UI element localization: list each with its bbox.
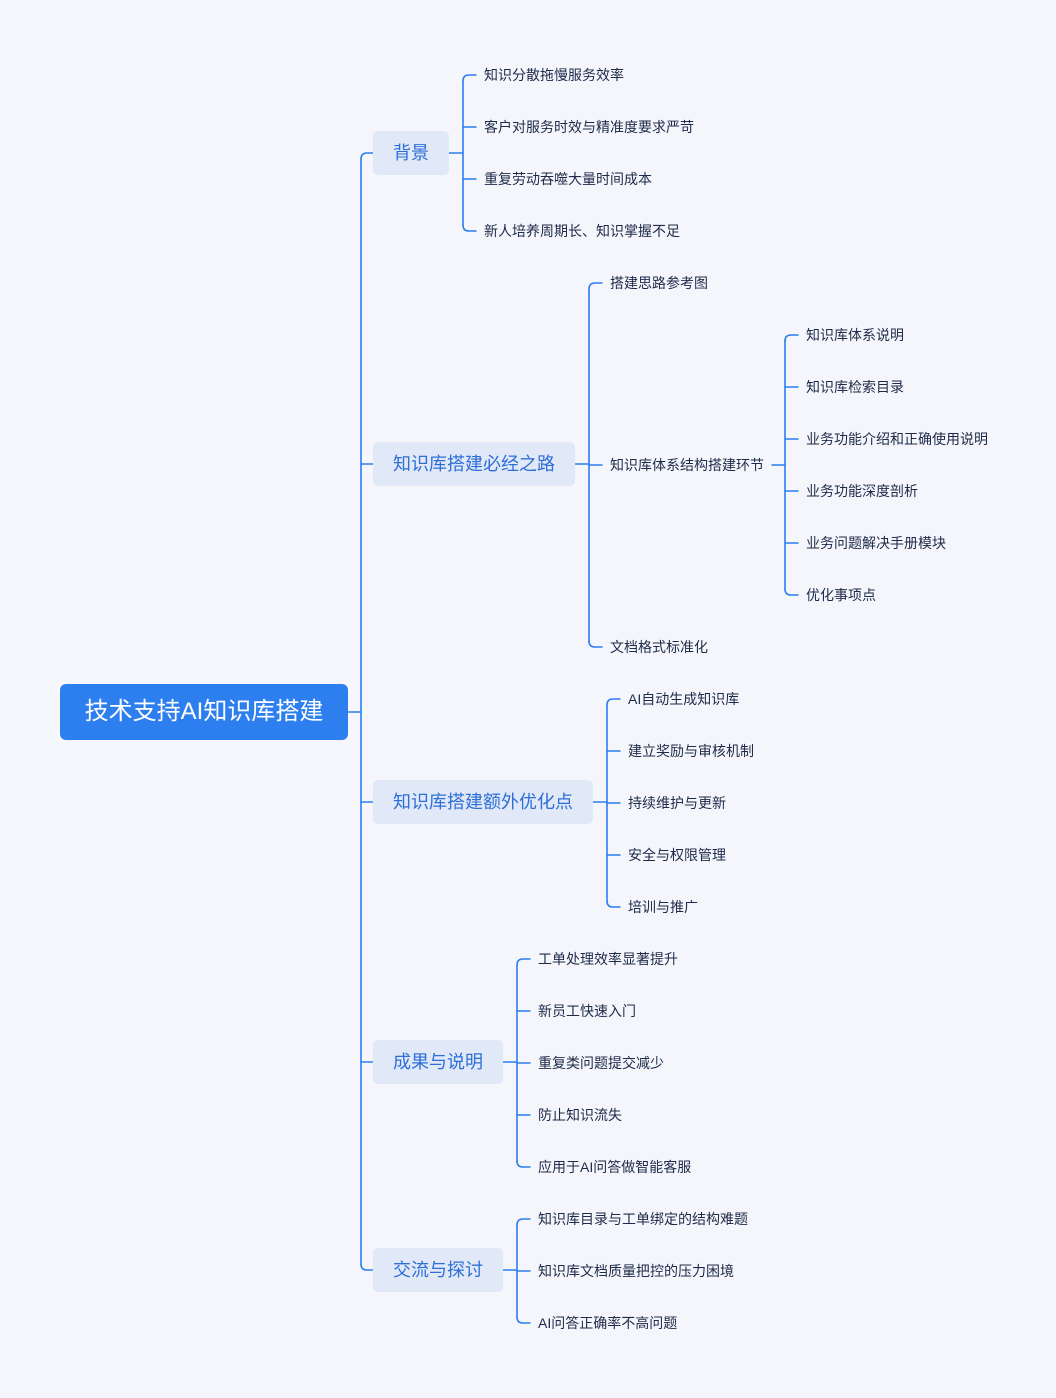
connector-curve: [784, 334, 799, 342]
sub-branch-structure[interactable]: 知识库体系结构搭建环节: [610, 457, 764, 473]
leaf-item[interactable]: 新员工快速入门: [538, 1003, 636, 1019]
leaf-item[interactable]: 防止知识流失: [538, 1107, 622, 1123]
leaf-item[interactable]: 新人培养周期长、知识掌握不足: [484, 223, 680, 239]
connector-curve: [588, 640, 603, 648]
leaf-item[interactable]: 优化事项点: [806, 587, 876, 603]
leaf-item[interactable]: 建立奖励与审核机制: [628, 743, 754, 759]
leaf-item[interactable]: 应用于AI问答做智能客服: [538, 1159, 692, 1175]
leaf-item[interactable]: 知识库文档质量把控的压力困境: [538, 1263, 734, 1279]
connector-curve: [360, 1263, 374, 1271]
leaf-item[interactable]: 知识库体系说明: [806, 327, 904, 343]
root-node[interactable]: 技术支持AI知识库搭建: [60, 684, 348, 740]
connector-curve: [516, 1160, 531, 1168]
leaf-item[interactable]: 重复类问题提交减少: [538, 1055, 664, 1071]
leaf-item[interactable]: AI问答正确率不高问题: [538, 1315, 678, 1331]
leaf-item[interactable]: 文档格式标准化: [610, 639, 708, 655]
branch-extra-optimization[interactable]: 知识库搭建额外优化点: [373, 780, 593, 824]
leaf-item[interactable]: 知识库目录与工单绑定的结构难题: [538, 1211, 748, 1227]
connector-curve: [462, 74, 477, 82]
connector-curve: [784, 588, 799, 596]
connector-curve: [462, 224, 477, 232]
branch-discussion[interactable]: 交流与探讨: [373, 1248, 503, 1292]
connector-curve: [516, 1316, 531, 1324]
leaf-item[interactable]: 客户对服务时效与精准度要求严苛: [484, 119, 694, 135]
connector-curve: [606, 698, 621, 706]
leaf-item[interactable]: 工单处理效率显著提升: [538, 951, 678, 967]
connector-curve: [516, 958, 531, 966]
leaf-item[interactable]: 持续维护与更新: [628, 795, 726, 811]
branch-background[interactable]: 背景: [373, 131, 449, 175]
branch-results[interactable]: 成果与说明: [373, 1040, 503, 1084]
leaf-item[interactable]: 知识库检索目录: [806, 379, 904, 395]
branch-build-path[interactable]: 知识库搭建必经之路: [373, 442, 575, 486]
leaf-item[interactable]: 安全与权限管理: [628, 847, 726, 863]
leaf-item[interactable]: 知识分散拖慢服务效率: [484, 67, 624, 83]
connector-curve: [516, 1218, 531, 1226]
connector-curve: [360, 152, 374, 160]
leaf-item[interactable]: 业务功能深度剖析: [806, 483, 918, 499]
connector-curve: [588, 282, 603, 290]
leaf-item[interactable]: 业务功能介绍和正确使用说明: [806, 431, 988, 447]
leaf-item[interactable]: 重复劳动吞噬大量时间成本: [484, 171, 652, 187]
leaf-item[interactable]: 业务问题解决手册模块: [806, 535, 946, 551]
leaf-item[interactable]: AI自动生成知识库: [628, 691, 740, 707]
leaf-item[interactable]: 搭建思路参考图: [610, 275, 708, 291]
connector-curve: [606, 900, 621, 908]
leaf-item[interactable]: 培训与推广: [628, 899, 698, 915]
